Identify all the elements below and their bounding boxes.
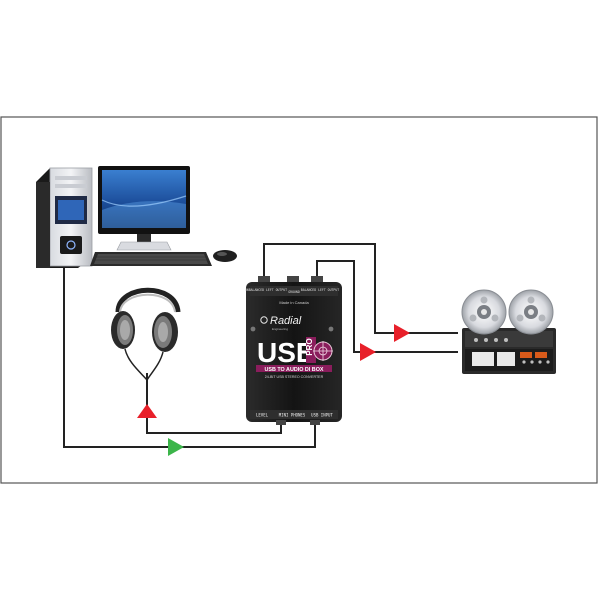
bottom-right-label: USB INPUT xyxy=(311,413,333,418)
model-suffix: PRO xyxy=(305,338,314,355)
usb-pro-di-box: UNBALANCED LEFT OUTPUT GROUND BALANCED L… xyxy=(245,276,342,425)
balanced-output-cable xyxy=(316,260,458,353)
usb-cable xyxy=(63,266,316,448)
brand-logo: Radial xyxy=(270,315,302,327)
made-in-label: Made in Canada xyxy=(279,300,309,305)
subtitle-2: 24-BIT USB STEREO CONVERTER xyxy=(265,375,324,379)
red-arrow-up xyxy=(137,404,157,418)
top-left-label: UNBALANCED LEFT OUTPUT xyxy=(245,288,287,292)
headphones-icon xyxy=(111,287,181,381)
red-arrow-right-lower xyxy=(360,343,376,361)
red-arrow-right-upper xyxy=(394,324,410,342)
desktop-computer-icon xyxy=(36,166,237,268)
cables xyxy=(63,243,458,448)
bottom-mid-label: MINI PHONES xyxy=(279,413,306,418)
brand-tagline: Engineering xyxy=(272,327,288,331)
green-arrow-right xyxy=(168,438,184,456)
headphone-cable xyxy=(146,373,282,434)
top-right-label: BALANCED LEFT OUTPUT xyxy=(301,288,339,292)
reel-to-reel-recorder-icon xyxy=(461,289,556,374)
top-mid-label: GROUND xyxy=(288,290,300,294)
bottom-left-label: LEVEL xyxy=(256,413,269,418)
subtitle: USB TO AUDIO DI BOX xyxy=(264,367,323,373)
